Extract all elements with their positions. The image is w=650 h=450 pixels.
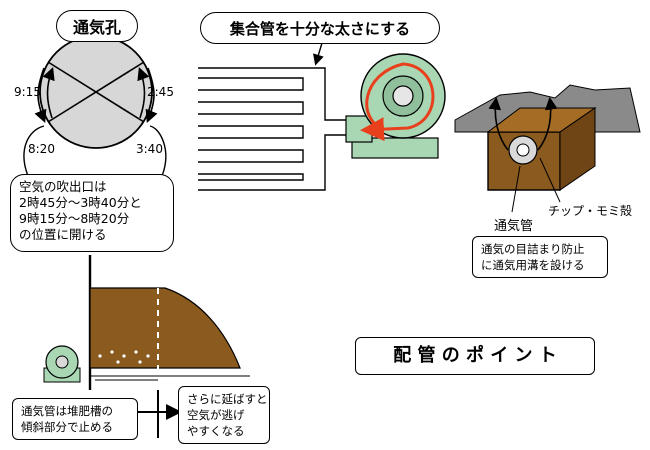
compost-pile [43, 255, 250, 438]
vent-note: 空気の吹出口は 2時45分～3時40分と 9時15分～8時20分 の位置に開ける [10, 174, 174, 252]
vent-cross-section [23, 35, 167, 177]
time-right-top: 2:45 [147, 85, 174, 99]
pipe-label: 通気管 [494, 219, 534, 234]
chip-label: チップ・モミ殻 [548, 204, 633, 218]
time-left-top: 9:15 [14, 85, 41, 99]
trench-note: 通気の目詰まり防止 に通気用溝を設ける [472, 236, 608, 278]
trench-detail [454, 84, 641, 213]
time-right-bottom: 3:40 [136, 142, 163, 156]
time-left-bottom: 8:20 [28, 142, 55, 156]
escape-note: さらに延ばすと 空気が逃げ やすくなる [178, 386, 270, 444]
stop-note: 通気管は堆肥槽の 傾斜部分で止める [12, 398, 138, 440]
manifold-drawing [198, 42, 351, 191]
main-title: 配 管 の ポ イ ン ト [355, 337, 595, 375]
vent-title: 通気孔 [56, 10, 138, 42]
manifold-title: 集合管を十分な太さにする [200, 12, 440, 44]
blower-main [345, 53, 446, 159]
